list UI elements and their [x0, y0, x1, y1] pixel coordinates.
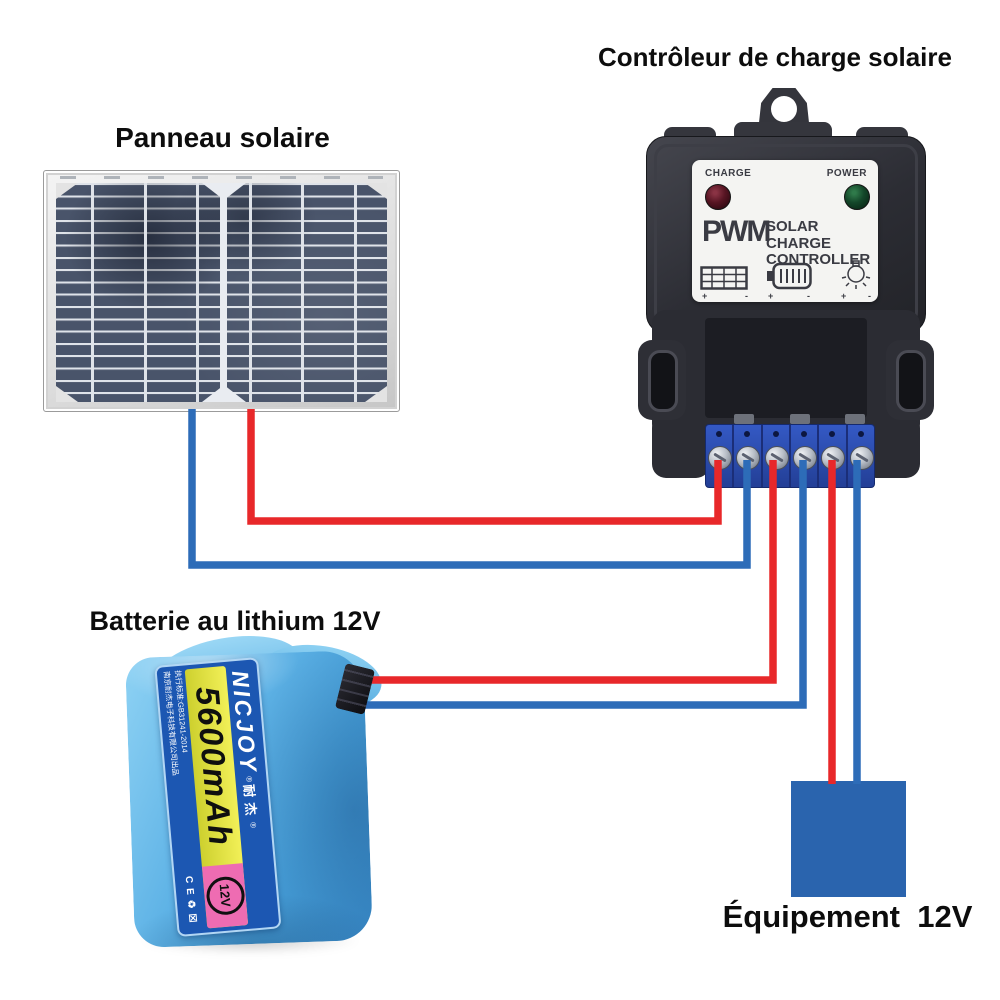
terminal-6 [848, 425, 874, 487]
battery-brand-chinese: 耐杰 [240, 783, 259, 821]
registered-mark: ® [244, 775, 254, 783]
solar-cells [56, 183, 387, 402]
mount-slot-left [648, 350, 678, 412]
controller-type-text: SOLAR CHARGE CONTROLLER [766, 218, 878, 269]
wire-battery-positive-red [360, 460, 777, 684]
minus-mark: - [868, 291, 871, 301]
lithium-battery: 执行标准:GB31241-2014 南京耐杰电子科技有限公司出品 CE♻☒ 56… [112, 625, 402, 970]
terminal-block [705, 424, 875, 488]
terminal-1 [706, 425, 735, 487]
mount-slot-right [896, 350, 926, 412]
panel-polarity: + - [702, 291, 748, 301]
terminal-clip [790, 414, 810, 424]
battery-icon [767, 262, 812, 290]
terminal-2 [734, 425, 763, 487]
plus-mark: + [841, 291, 847, 301]
equipment-title: Équipement 12V [722, 899, 973, 934]
terminal-4 [791, 425, 820, 487]
controller-title: Contrôleur de charge solaire [598, 42, 952, 72]
power-led [844, 184, 870, 210]
controller-faceplate: CHARGE POWER PWM SOLAR CHARGE CONTROLLER [692, 160, 878, 302]
battery-label: 执行标准:GB31241-2014 南京耐杰电子科技有限公司出品 CE♻☒ 56… [154, 657, 282, 938]
cell-center-notch [202, 385, 246, 402]
wire-battery-negative-blue [358, 460, 807, 709]
cell-divider [354, 183, 357, 402]
terminal-clip [845, 414, 865, 424]
cell-center-notch [202, 183, 246, 200]
terminal-clip [734, 414, 754, 424]
screw-icon [821, 446, 846, 470]
minus-mark: - [745, 291, 748, 301]
mount-wing-left [638, 340, 686, 420]
solar-panel [43, 170, 400, 412]
cell-corner-cut [365, 183, 387, 199]
case-foot-left [652, 420, 710, 478]
wire-panel-positive-red [247, 409, 722, 525]
voltage-circle: 12V [204, 875, 246, 917]
panel-title: Panneau solaire [115, 122, 330, 153]
plus-mark: + [702, 291, 708, 301]
controller-body-lower [652, 310, 920, 438]
cell-center-divider [220, 183, 227, 402]
battery-voltage-band: 12V [202, 863, 249, 929]
plus-mark: + [768, 291, 774, 301]
registered-mark: ® [248, 821, 258, 828]
screw-icon [708, 446, 733, 470]
equipment-box [791, 781, 906, 897]
solar-panel-icon [700, 266, 748, 290]
power-led-label: POWER [826, 168, 867, 179]
case-recess [705, 318, 867, 418]
lamp-icon [841, 260, 871, 289]
cell-corner-cut [365, 386, 387, 402]
screw-icon [764, 446, 789, 470]
battery-voltage: 12V [216, 883, 234, 909]
pwm-text: PWM [702, 215, 771, 248]
terminal-5 [819, 425, 848, 487]
mount-wing-right [886, 340, 934, 420]
terminal-3 [763, 425, 791, 487]
panel-busbar-ticks [60, 176, 383, 179]
cell-divider [91, 183, 94, 402]
cell-corner-cut [56, 386, 78, 402]
mounting-hole [771, 96, 797, 122]
screw-icon [849, 446, 874, 470]
cell-divider [196, 183, 199, 402]
load-polarity: + - [841, 291, 871, 301]
cell-divider [249, 183, 252, 402]
charge-led-label: CHARGE [705, 168, 752, 179]
battery-polarity: + - [768, 291, 810, 301]
cell-corner-cut [56, 183, 78, 199]
charge-led [705, 184, 731, 210]
cell-divider [144, 183, 147, 402]
type-line1: SOLAR CHARGE [766, 218, 832, 252]
certification-marks: CE♻☒ [182, 875, 199, 929]
cell-divider [301, 183, 304, 402]
screw-icon [793, 446, 818, 470]
screw-icon [736, 446, 761, 470]
battery-body: 执行标准:GB31241-2014 南京耐杰电子科技有限公司出品 CE♻☒ 56… [125, 649, 373, 949]
minus-mark: - [807, 291, 810, 301]
